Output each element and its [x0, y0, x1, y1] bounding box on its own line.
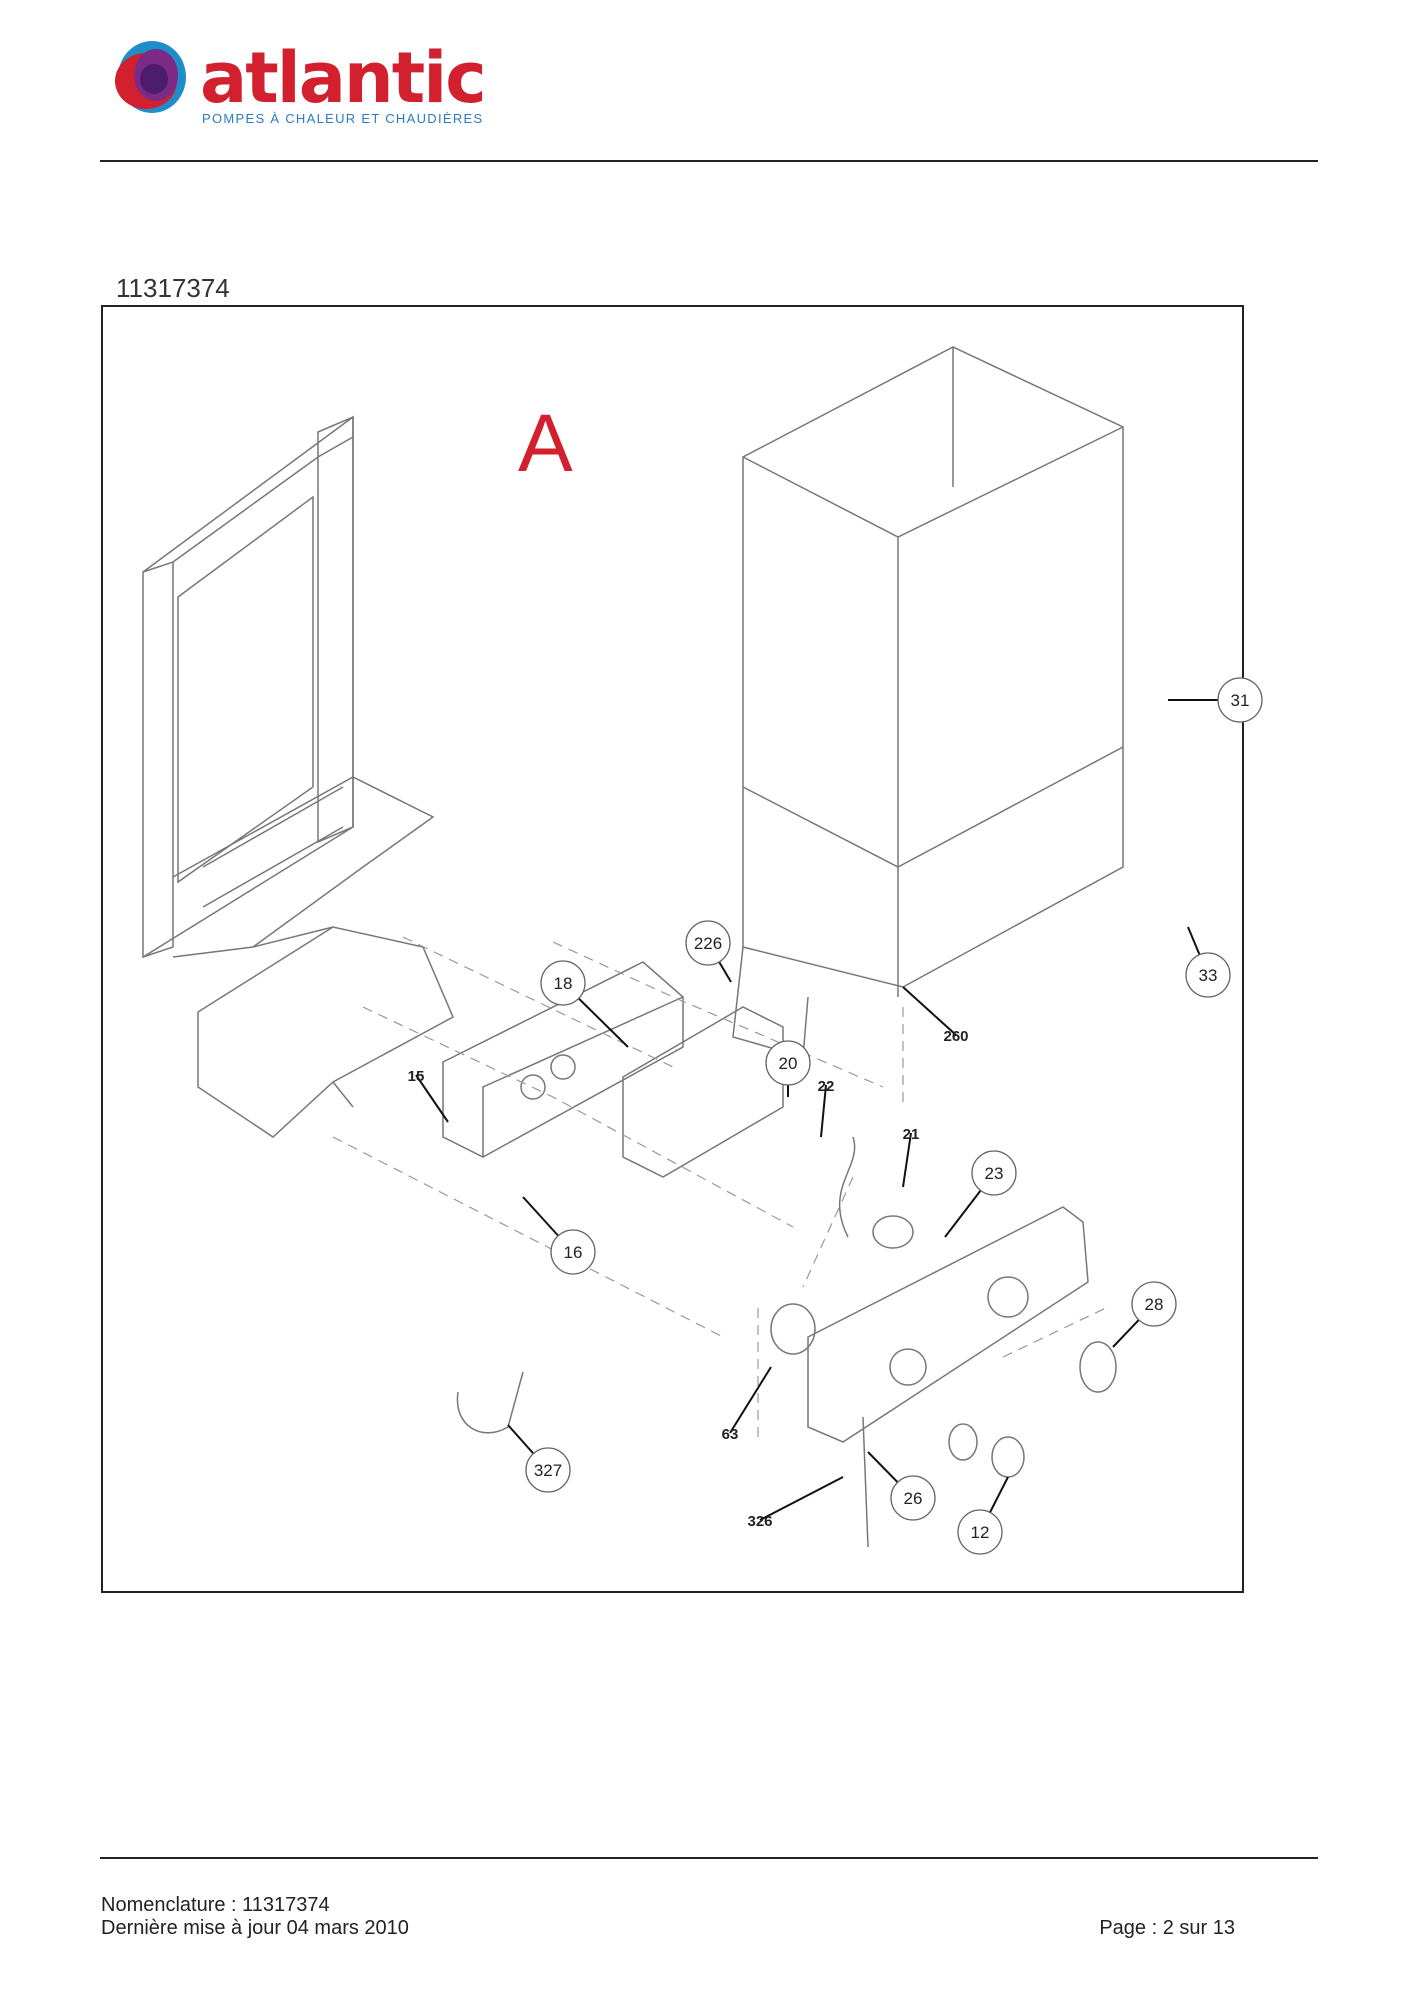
callout-circle-327: [525, 1447, 571, 1493]
footer-updated: Dernière mise à jour 04 mars 2010: [101, 1917, 409, 1939]
callout-circle-18: [540, 960, 586, 1006]
callout-circle-26: [890, 1475, 936, 1521]
callout-label-22: 22: [818, 1078, 835, 1095]
callout-label-28: 28: [1145, 1295, 1164, 1314]
callout-circle-28: [1131, 1281, 1177, 1327]
callout-label-31: 31: [1231, 691, 1250, 710]
callout-circle-16: [550, 1229, 596, 1275]
parts-drawing: [142, 346, 1124, 1548]
control-panel-fascia: [770, 1206, 1117, 1548]
callout-leader-21: [902, 1132, 912, 1188]
callout-label-26: 26: [904, 1489, 923, 1508]
callout-label-226: 226: [694, 934, 722, 953]
callout-circle-33: [1185, 952, 1231, 998]
brand-name: atlantic: [200, 37, 487, 119]
callout-label-63: 63: [722, 1426, 739, 1443]
callout-circle-31: [1217, 677, 1263, 723]
callout-label-12: 12: [971, 1523, 990, 1542]
callout-label-16: 16: [564, 1243, 583, 1262]
callout-circle-23: [971, 1150, 1017, 1196]
assembly-guide-lines: [332, 936, 1109, 1437]
callout-leader-260: [902, 986, 957, 1036]
brand-tagline: POMPES À CHALEUR ET CHAUDIÈRES: [202, 111, 484, 126]
exploded-parts-diagram: A 31 33 226 18 260 20 22 15 21 23 16 28 63 327 26 326 12: [101, 305, 1263, 1593]
callout-leader-326: [759, 1476, 844, 1521]
footer-nomenclature: Nomenclature : 11317374: [101, 1894, 330, 1916]
callout-label-21: 21: [903, 1126, 920, 1143]
callout-label-327: 327: [534, 1461, 562, 1480]
callout-label-20: 20: [779, 1054, 798, 1073]
callout-leader-22: [820, 1084, 827, 1138]
document-reference: 11317374: [116, 273, 230, 303]
header-divider: [100, 160, 1318, 162]
logo-mark-icon: [115, 41, 186, 113]
callout-leader-63: [729, 1366, 772, 1434]
callout-leader-15: [415, 1074, 449, 1123]
control-box: [442, 961, 784, 1178]
callout-label-23: 23: [985, 1164, 1004, 1183]
section-letter: A: [518, 398, 573, 489]
callout-label-18: 18: [554, 974, 573, 993]
page-number: Page : 2 sur 13: [1099, 1917, 1235, 1939]
wiring-loom: [456, 1136, 856, 1434]
casing-cover: [732, 346, 1124, 1058]
callout-circle-226: [685, 920, 731, 966]
footer-divider: [100, 1857, 1318, 1859]
callout-label-15: 15: [408, 1068, 425, 1085]
callout-circle-20: [765, 1040, 811, 1086]
callout-layer: 31 33 226 18 260 20 22 15 21 23 16 28 63 327 26 326 12: [408, 677, 1263, 1555]
callout-circle-12: [957, 1509, 1003, 1555]
callout-label-326: 326: [747, 1513, 772, 1530]
callout-label-260: 260: [943, 1028, 968, 1045]
chassis-frame: [142, 415, 454, 1138]
atlantic-logo: atlantic POMPES À CHALEUR ET CHAUDIÈRES: [110, 35, 510, 135]
callout-label-33: 33: [1199, 966, 1218, 985]
